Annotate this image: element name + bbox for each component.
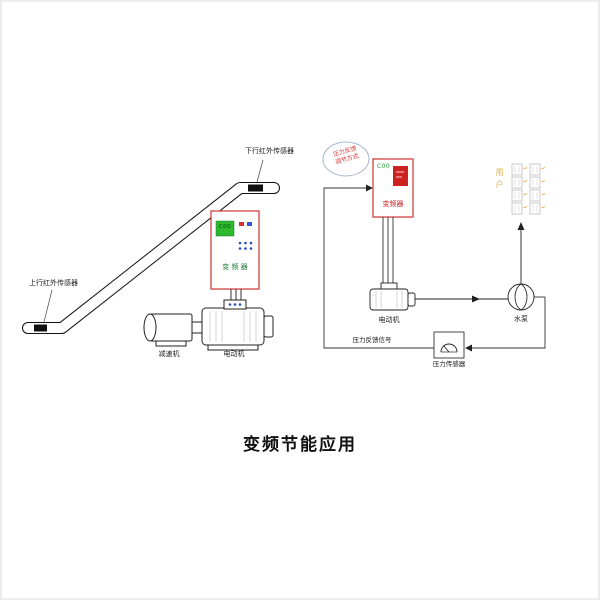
- gauge-needle: [443, 345, 450, 353]
- inverter-display-panel: [215, 220, 235, 237]
- up-sensor-leader-line: [43, 289, 53, 323]
- pressure-sensor-label: 压力传感器: [432, 360, 466, 368]
- indicator-blue: [247, 222, 252, 226]
- arrow-into-inverter: [366, 184, 373, 192]
- arrow-into-sensor: [465, 344, 472, 352]
- reducer-symbol: [143, 313, 203, 347]
- escalator-motor-symbol: [201, 299, 274, 351]
- thought-bubble: [322, 141, 370, 177]
- escalator-inverter-display-text: C00: [218, 224, 232, 230]
- down-sensor-leader-line: [256, 159, 264, 183]
- pump-motor-symbol: [369, 282, 416, 311]
- terminal-dots: [228, 303, 242, 306]
- users-grid: [511, 163, 546, 215]
- pump-motor-label: 电动机: [378, 316, 400, 324]
- pump-inverter-label: 变频器: [382, 200, 404, 208]
- down-infrared-sensor-block: [248, 184, 263, 192]
- water-pump-symbol: [507, 283, 535, 311]
- pressure-sensor-symbol: [433, 331, 465, 359]
- arrow-to-users: [517, 222, 525, 230]
- motor-fins: [209, 311, 257, 342]
- reducer-label: 减速机: [158, 350, 180, 358]
- arrow-to-pump: [472, 295, 480, 303]
- up-sensor-label: 上行红外传感器: [29, 279, 78, 287]
- up-infrared-sensor-block: [34, 324, 47, 332]
- escalator-inverter-label: 变 频 器: [222, 263, 248, 271]
- escalator-band: [22, 159, 280, 334]
- page-title: 变频节能应用: [243, 435, 357, 455]
- escalator-motor-label: 电动机: [223, 350, 245, 358]
- pump-label: 水泵: [514, 315, 528, 323]
- pump-inverter-box: [372, 158, 414, 285]
- indicator-red: [239, 222, 244, 226]
- inverter-red-panel: [393, 166, 408, 186]
- keypad-dots: [238, 241, 253, 250]
- motor-fins: [375, 291, 403, 308]
- down-sensor-label: 下行红外传感器: [245, 147, 294, 155]
- escalator-inverter-box: [210, 210, 260, 302]
- users-label: 用户: [495, 168, 504, 189]
- feedback-signal-label: 压力反馈信号: [352, 336, 392, 344]
- pump-inverter-display-text: C00: [376, 163, 391, 170]
- inverter-motor-cables: [382, 217, 394, 285]
- feedback-loop-lines: [323, 187, 546, 349]
- users-heat-marks: [523, 167, 546, 209]
